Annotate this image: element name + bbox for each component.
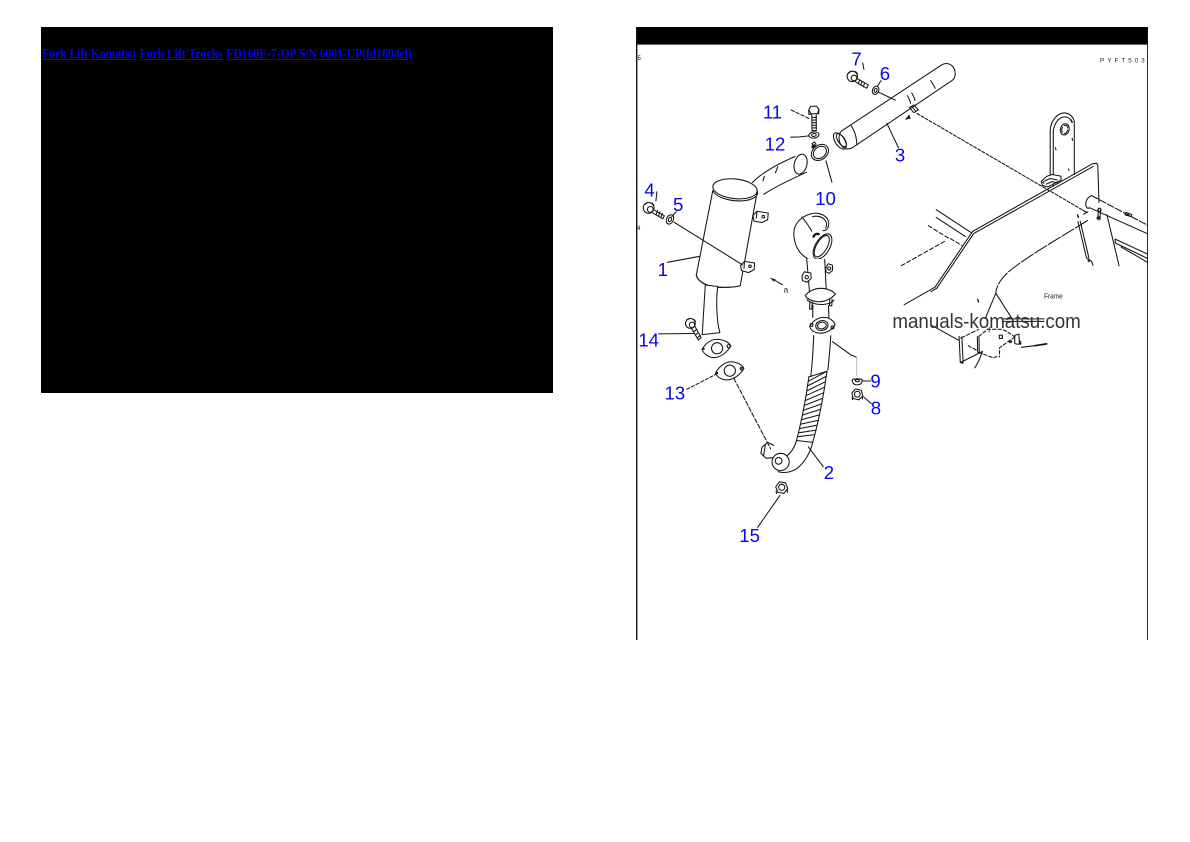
svg-text:5: 5 — [638, 56, 642, 62]
svg-text:8: 8 — [871, 397, 881, 418]
svg-text:7: 7 — [851, 49, 861, 70]
svg-text:13: 13 — [665, 382, 686, 403]
svg-text:5: 5 — [673, 194, 683, 215]
svg-text:6: 6 — [880, 63, 890, 84]
svg-text:9: 9 — [870, 370, 880, 391]
svg-text:a: a — [784, 285, 789, 295]
svg-text:15: 15 — [739, 525, 760, 546]
svg-text:11: 11 — [763, 102, 782, 123]
svg-text:2: 2 — [824, 462, 834, 483]
svg-text:manuals-komatsu.com: manuals-komatsu.com — [892, 311, 1080, 333]
svg-text:14: 14 — [638, 329, 659, 350]
svg-text:Frame: Frame — [1044, 291, 1063, 300]
svg-text:1: 1 — [658, 259, 668, 280]
svg-text:12: 12 — [765, 133, 786, 154]
svg-text:10: 10 — [815, 188, 836, 209]
svg-text:4: 4 — [637, 226, 641, 232]
svg-text:4: 4 — [644, 180, 654, 201]
svg-text:3: 3 — [895, 144, 905, 165]
svg-text:PYFT503: PYFT503 — [1100, 58, 1148, 65]
